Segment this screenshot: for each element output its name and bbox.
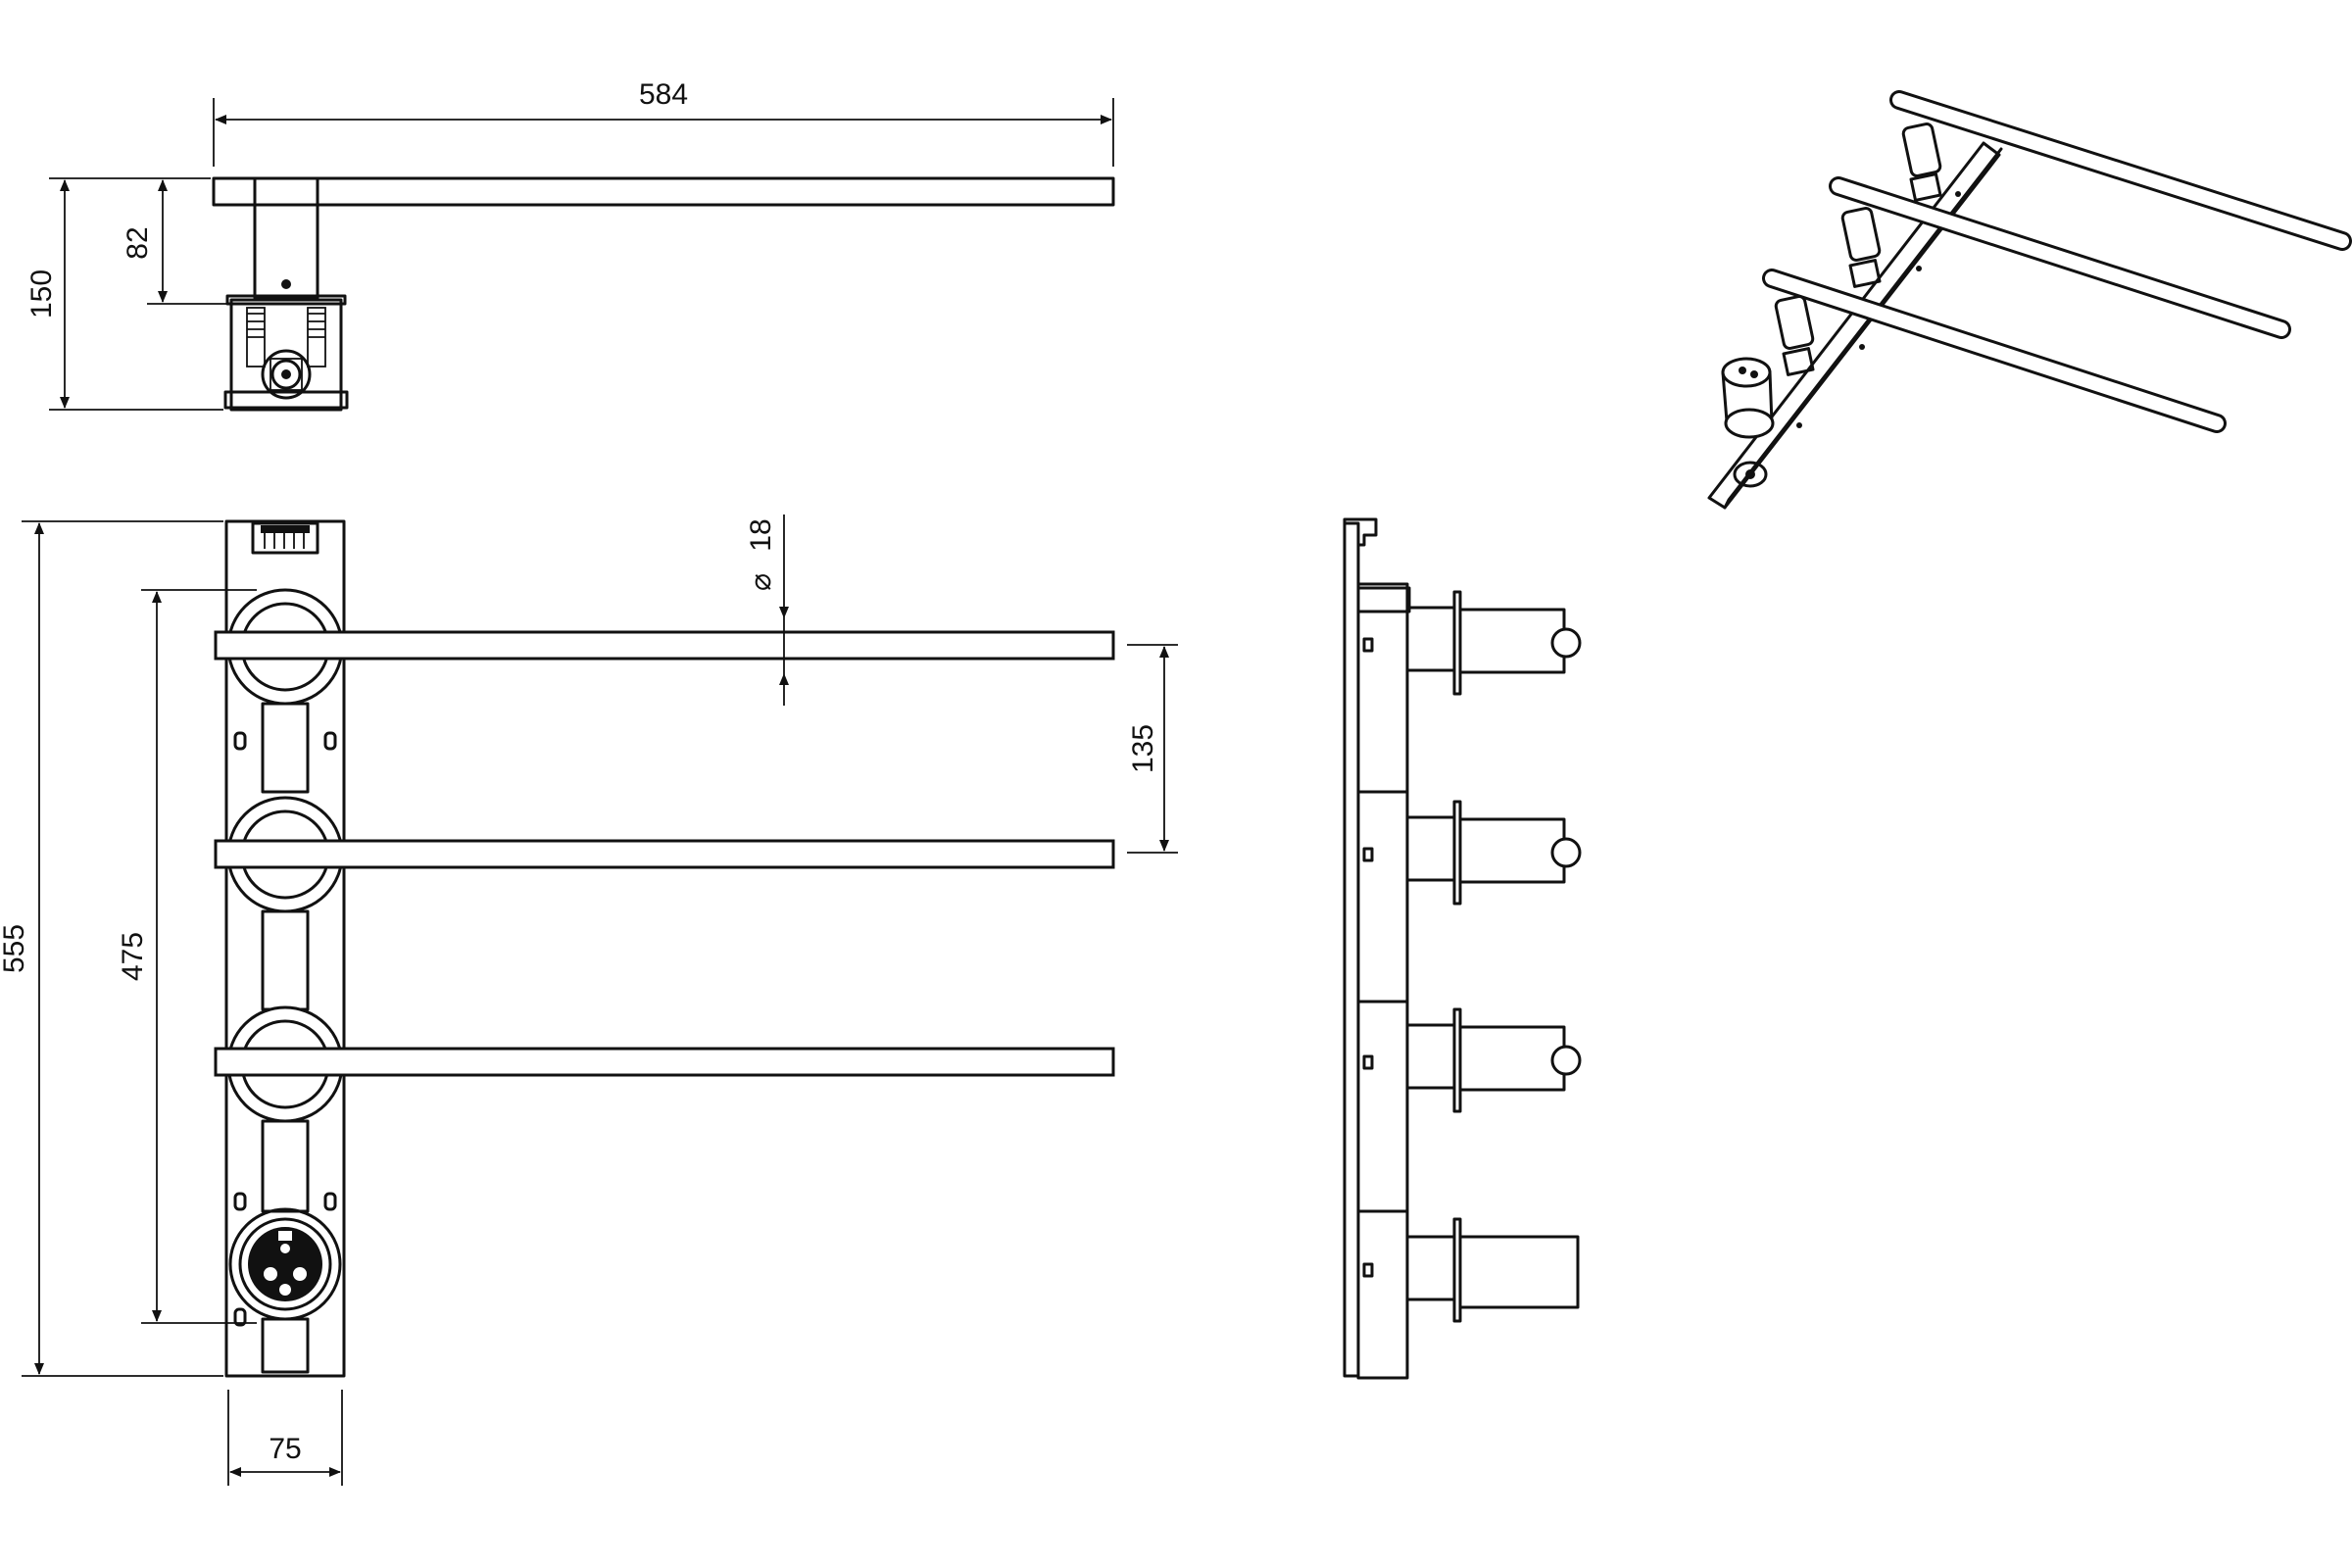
bottom-socket [228, 1207, 342, 1321]
top-view-post-dot [281, 279, 291, 289]
dim-label-475: 475 [117, 932, 149, 981]
front-view-plate [224, 519, 346, 1378]
isometric-view [1707, 90, 2352, 510]
iso-bar-1 [1889, 90, 2352, 251]
side-view-plate [1343, 521, 1360, 1378]
iso-valve-2 [1840, 207, 1882, 288]
top-view: 584 150 82 [25, 78, 1115, 412]
iso-socket [1721, 357, 1775, 488]
top-view-bar [212, 176, 1115, 207]
iso-bar-2 [1829, 176, 2291, 339]
dim-label-555: 555 [0, 924, 30, 973]
top-view-connector [261, 349, 312, 400]
front-view: 555 475 75 135 ⌀ 18 [0, 514, 1178, 1486]
top-view-post [253, 176, 319, 300]
side-view-socket [1362, 1217, 1580, 1323]
iso-bar-3 [1762, 269, 2227, 433]
side-view-valve-1 [1356, 586, 1582, 696]
dim-label-18: 18 [745, 518, 777, 551]
iso-valve-1 [1901, 122, 1942, 202]
dim-label-584: 584 [639, 78, 688, 111]
side-view-valve-3 [1362, 1007, 1582, 1113]
dim-label-135: 135 [1127, 724, 1159, 773]
top-view-bracket [229, 298, 343, 412]
towel-bar-1 [214, 630, 1115, 661]
dim-label-75: 75 [269, 1433, 301, 1465]
dim-label-82: 82 [122, 226, 154, 259]
dim-label-150: 150 [25, 270, 58, 318]
iso-plate [1707, 141, 2001, 510]
dim-symbol-diameter: ⌀ [745, 573, 777, 591]
side-view [1343, 517, 1582, 1380]
iso-valve-3 [1774, 295, 1815, 376]
towel-bar-2 [214, 839, 1115, 869]
towel-bar-3 [214, 1047, 1115, 1077]
side-view-valve-2 [1362, 800, 1582, 906]
